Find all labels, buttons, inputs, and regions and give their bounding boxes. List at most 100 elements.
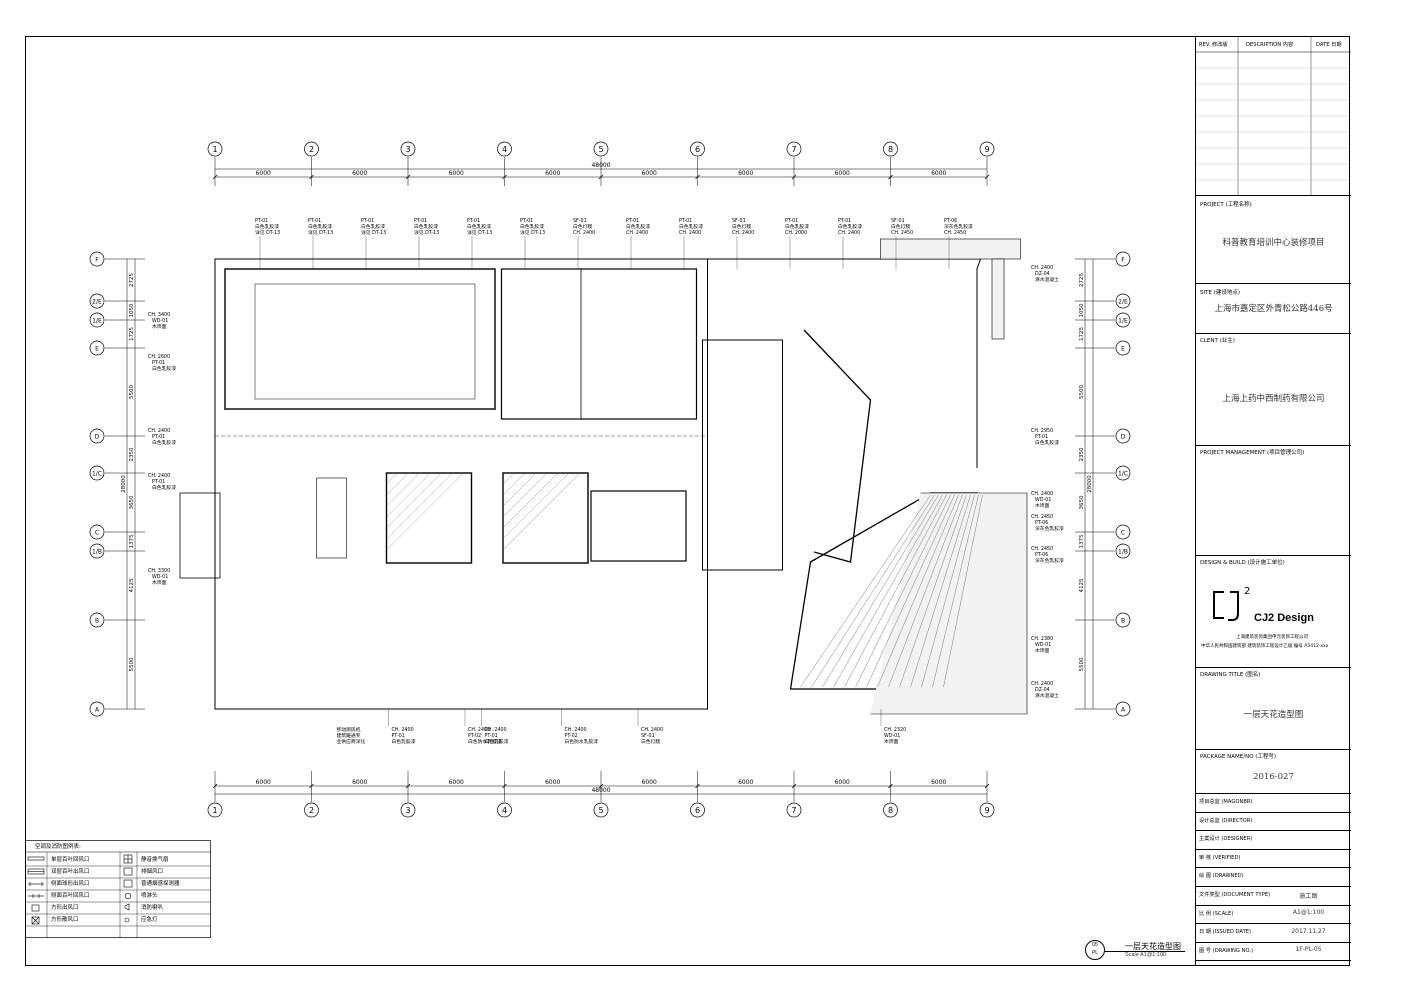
ceiling-note-left-text: PT-01 [152, 479, 165, 485]
dim-text: 6000 [738, 170, 753, 177]
dim-tick [984, 174, 990, 180]
dim-text: 6000 [642, 170, 657, 177]
dim-total-text: 48000 [591, 162, 610, 169]
ceiling-note-top-ref: 详见 DT-13 [361, 229, 386, 236]
ceiling-slat [943, 494, 983, 688]
grid-bubble-col-4 [497, 141, 512, 157]
dim-total-vertical: 28000 [1087, 475, 1093, 493]
ceiling-note-left-text: PT-01 [152, 434, 165, 440]
dim-text: 6000 [931, 779, 946, 786]
grid-label-row-1/C: 1/C [92, 471, 102, 478]
signoff-value: A1@1:100 [1292, 909, 1325, 917]
dim-text: 6000 [256, 170, 271, 177]
ceiling-note-top-text: 白色乳胶漆 [255, 223, 279, 230]
ceiling-note-top-code: SF-01 [891, 218, 905, 224]
ceiling-note-top-text: 白色乳胶漆 [308, 223, 332, 230]
grid-label-col-4: 4 [502, 145, 507, 154]
dim-tick [598, 174, 604, 180]
ceiling-note-right-text: PT-06 [1035, 552, 1048, 558]
dim-text-vertical: 5500 [129, 657, 135, 671]
ceiling-note-top-text: 深灰色乳胶漆 [944, 223, 973, 230]
grid-bubble-row-2/E [89, 293, 105, 309]
hatch [502, 472, 526, 496]
signoff-value: 1F-PL-05 [1295, 946, 1322, 954]
legend-item: 单层百叶回风口 [51, 857, 90, 863]
dim-text-vertical: 5500 [1079, 385, 1085, 399]
ceiling-note-right-ref: 木饰面 [1035, 502, 1050, 509]
dim-tick [598, 783, 604, 789]
signoff-row: 设计总监 (DIRECTOR) [1196, 813, 1351, 832]
ceiling-note-top-text: 白色乳胶漆 [520, 223, 544, 230]
signoff-row: 比 例 (SCALE)A1@1:100 [1196, 906, 1351, 925]
dim-text: 6000 [931, 170, 946, 177]
ceiling-note-top-code: PT-01 [785, 218, 798, 224]
legend-item: 侧面球形出风口 [51, 881, 90, 887]
view-title-block: 05 PL 一层天花造型图 Scale A1@1:100 [1085, 940, 1190, 962]
revision-grid [1196, 36, 1351, 196]
client-cell: CLENT (业主) 上海上药中西制药有限公司 [1196, 334, 1351, 446]
ceiling-note-right-code: CH. 2400 [1031, 491, 1053, 497]
hatch [502, 472, 515, 485]
grid-label-col-4: 4 [502, 806, 507, 815]
ceiling-note-top-code: PT-01 [308, 218, 321, 224]
dim-tick [405, 174, 411, 180]
project-name: 科普教育培训中心装修项目 [1222, 238, 1325, 248]
drawing-title-label: DRAWING TITLE (图名) [1200, 672, 1261, 678]
grid-label-row-B: B [95, 618, 99, 625]
dim-text-vertical: 1050 [1079, 303, 1085, 317]
revision-table: REV. 修改版 DESCRIPTION 内容 DATE 日期 [1196, 36, 1351, 196]
ceiling-note-right-ref: 白色乳胶漆 [1035, 439, 1059, 446]
project-cell: PROJECT (工程名称) 科普教育培训中心装修项目 [1196, 196, 1351, 284]
grid-bubble-row-1/E [1115, 312, 1131, 328]
signoff-label: 文件类型 (DOCUMENT TYPE) [1199, 892, 1271, 898]
ceiling-note-bottom-extra: 建筑暖通专 [337, 732, 361, 739]
grid-label-col-8: 8 [888, 145, 893, 154]
signoff-row: 主案设计 (DESIGNER) [1196, 831, 1351, 850]
drawing-sheet-border [25, 36, 1350, 966]
grid-bubble-row-E [1115, 340, 1131, 356]
ceiling-note-top-ref: CH. 2400 [573, 230, 595, 236]
ceiling-slat [932, 494, 979, 688]
grid-bubble-col-8 [883, 141, 898, 157]
ceiling-note-right-text: DZ-04 [1035, 271, 1050, 277]
ceiling-note-right-ref: 深灰色乳胶漆 [1035, 557, 1064, 564]
legend-item: 方形出风口 [51, 905, 79, 911]
dim-text: 6000 [545, 779, 560, 786]
ceiling-note-left-code: CH. 2400 [148, 428, 170, 434]
ceiling-note-bottom-extra: 业供应商深化 [337, 738, 366, 745]
ceiling-note-bottom-code: CH. 2400 [485, 727, 507, 733]
pantry-ceiling [590, 490, 687, 562]
ceiling-note-right-ref: 清水混凝土 [1035, 692, 1059, 699]
ceiling-slat [844, 494, 947, 688]
dim-text-vertical: 2725 [129, 273, 135, 287]
ceiling-note-bottom-ref: 白色防水乳胶漆 [565, 738, 599, 745]
ceiling-note-right-code: CH. 2950 [1031, 428, 1053, 434]
building-outline-north-east [707, 258, 982, 468]
classroom-ceiling-1 [224, 268, 496, 410]
ceiling-note-top-ref: CH. 2400 [838, 230, 860, 236]
ceiling-slat [888, 494, 963, 688]
signoff-label: 主案设计 (DESIGNER) [1199, 836, 1253, 843]
legend-item: 静音换气扇 [141, 857, 169, 863]
dim-tick [212, 783, 218, 789]
ceiling-note-top-ref: CH. 2450 [891, 230, 913, 236]
drawing-title-cell: DRAWING TITLE (图名) 一层天花造型图 [1196, 668, 1351, 750]
grid-label-col-7: 7 [791, 806, 796, 815]
hatch [502, 472, 548, 518]
hatch [386, 472, 431, 518]
grid-bubble-row-F [1115, 251, 1131, 267]
ceiling-note-right-code: CH. 2400 [1031, 681, 1053, 687]
building-outline-west [214, 258, 708, 710]
grid-label-row-1/E: 1/E [1118, 318, 1128, 325]
ceiling-note-bottom-ref: 木饰面 [884, 738, 899, 745]
hatch [386, 472, 420, 507]
company-line-1: 上海建筑装饰集团申元装饰工程公司 [1236, 635, 1308, 640]
grid-label-row-F: F [95, 257, 99, 264]
view-title: 一层天花造型图 [1125, 942, 1181, 951]
view-title-underline [1105, 951, 1185, 952]
site-value: 上海市嘉定区外青松公路446号 [1214, 304, 1333, 314]
ceiling-note-top-code: PT-01 [361, 218, 374, 224]
dim-text-vertical: 1725 [1079, 327, 1085, 341]
ceiling-note-top-ref: CH. 2400 [626, 230, 648, 236]
dim-tick [791, 174, 797, 180]
